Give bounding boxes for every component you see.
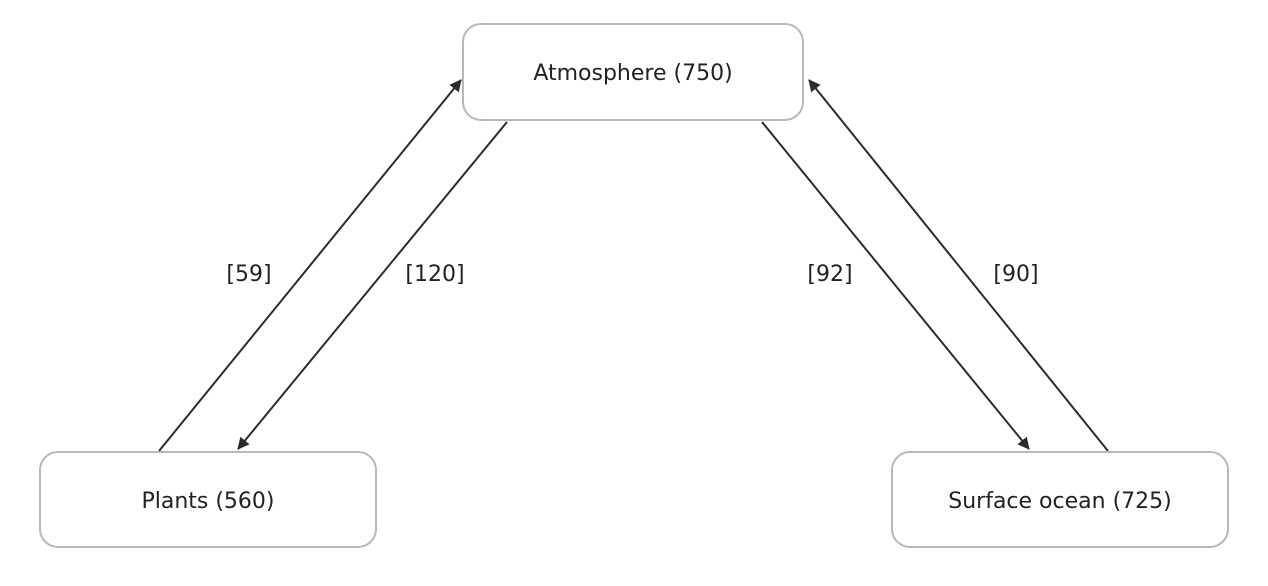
node-box-plants <box>39 451 377 548</box>
node-label-ocean: Surface ocean (725) <box>948 489 1171 514</box>
node-atmosphere: Atmosphere (750) <box>462 23 804 121</box>
edge-plants-to-atmosphere: [59] <box>158 79 462 452</box>
node-box-atmosphere <box>462 23 804 121</box>
node-label-plants: Plants (560) <box>141 489 274 514</box>
arrow-plants-to-atmosphere <box>158 79 462 452</box>
edge-label-atmosphere-to-plants: [120] <box>405 262 464 287</box>
node-box-ocean <box>891 451 1229 548</box>
edge-label-plants-to-atmosphere: [59] <box>226 262 271 287</box>
arrow-atmosphere-to-ocean <box>761 121 1030 450</box>
arrow-ocean-to-atmosphere <box>808 79 1109 452</box>
edge-label-ocean-to-atmosphere: [90] <box>993 262 1038 287</box>
edge-atmosphere-to-ocean: [92] <box>761 121 1030 450</box>
node-label-atmosphere: Atmosphere (750) <box>533 61 732 86</box>
edge-ocean-to-atmosphere: [90] <box>808 79 1109 452</box>
edge-label-atmosphere-to-ocean: [92] <box>807 262 852 287</box>
node-plants: Plants (560) <box>39 451 377 548</box>
node-ocean: Surface ocean (725) <box>891 451 1229 548</box>
edge-atmosphere-to-plants: [120] <box>237 121 508 450</box>
arrow-atmosphere-to-plants <box>237 121 508 450</box>
